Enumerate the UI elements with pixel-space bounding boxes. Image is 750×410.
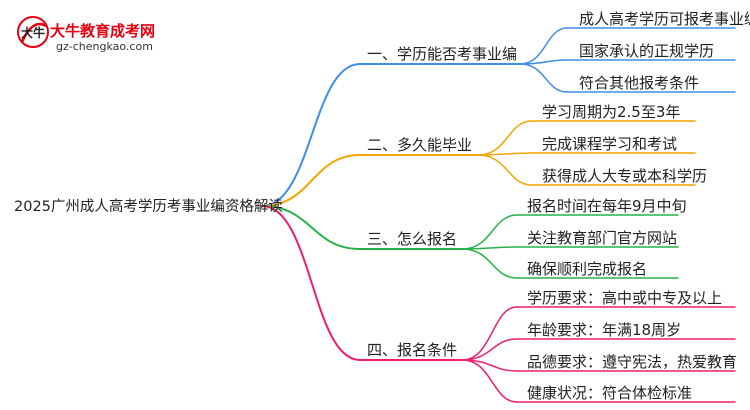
branch-1-connector [261, 63, 361, 207]
leaf-1-3-connector [519, 63, 568, 93]
leaf-1-1: 成人高考学历可报考事业编 [579, 10, 750, 28]
leaf-4-1-connector [461, 306, 518, 361]
leaf-4-4-connector [461, 359, 518, 403]
branch-3-connector [261, 205, 361, 250]
leaf-4-4: 健康状况：符合体检标准 [527, 384, 693, 402]
leaf-3-1-connector [461, 214, 518, 250]
leaf-2-1: 学习周期为2.5至3年 [542, 103, 681, 121]
branch-4-label: 四、报名条件 [367, 341, 458, 359]
leaf-4-3: 品德要求：遵守宪法，热爱教育 [527, 353, 738, 371]
branch-2-connector [261, 154, 361, 207]
leaf-2-3: 获得成人大专或本科学历 [542, 167, 708, 185]
leaf-1-3: 符合其他报考条件 [579, 74, 700, 92]
branch-3-label: 三、怎么报名 [367, 230, 458, 248]
root-topic: 2025广州成人高考学历考事业编资格解读 [14, 199, 283, 215]
leaf-2-1-connector [477, 120, 533, 156]
branch-4-connector [261, 205, 361, 361]
leaf-4-2-connector [461, 338, 518, 361]
leaf-2-2: 完成课程学习和考试 [542, 135, 678, 153]
branch-1-label: 一、学历能否考事业编 [367, 45, 518, 63]
leaf-1-1-connector [519, 27, 568, 65]
leaf-3-2: 关注教育部门官方网站 [527, 229, 678, 247]
branch-2-label: 二、多久能毕业 [367, 136, 473, 154]
leaf-3-3-connector [461, 248, 518, 279]
leaf-4-1: 学历要求：高中或中专及以上 [527, 289, 723, 307]
leaf-2-3-connector [477, 154, 533, 186]
leaf-1-2: 国家承认的正规学历 [579, 42, 715, 60]
leaf-1-2-connector [519, 59, 568, 65]
logo-url[interactable]: gz-chengkao.com [56, 40, 153, 53]
leaf-4-2: 年龄要求：年满18周岁 [527, 321, 682, 339]
logo-name[interactable]: 大牛教育成考网 [50, 22, 156, 40]
leaf-3-1: 报名时间在每年9月中旬 [527, 197, 687, 215]
leaf-3-3: 确保顺利完成报名 [527, 260, 648, 278]
